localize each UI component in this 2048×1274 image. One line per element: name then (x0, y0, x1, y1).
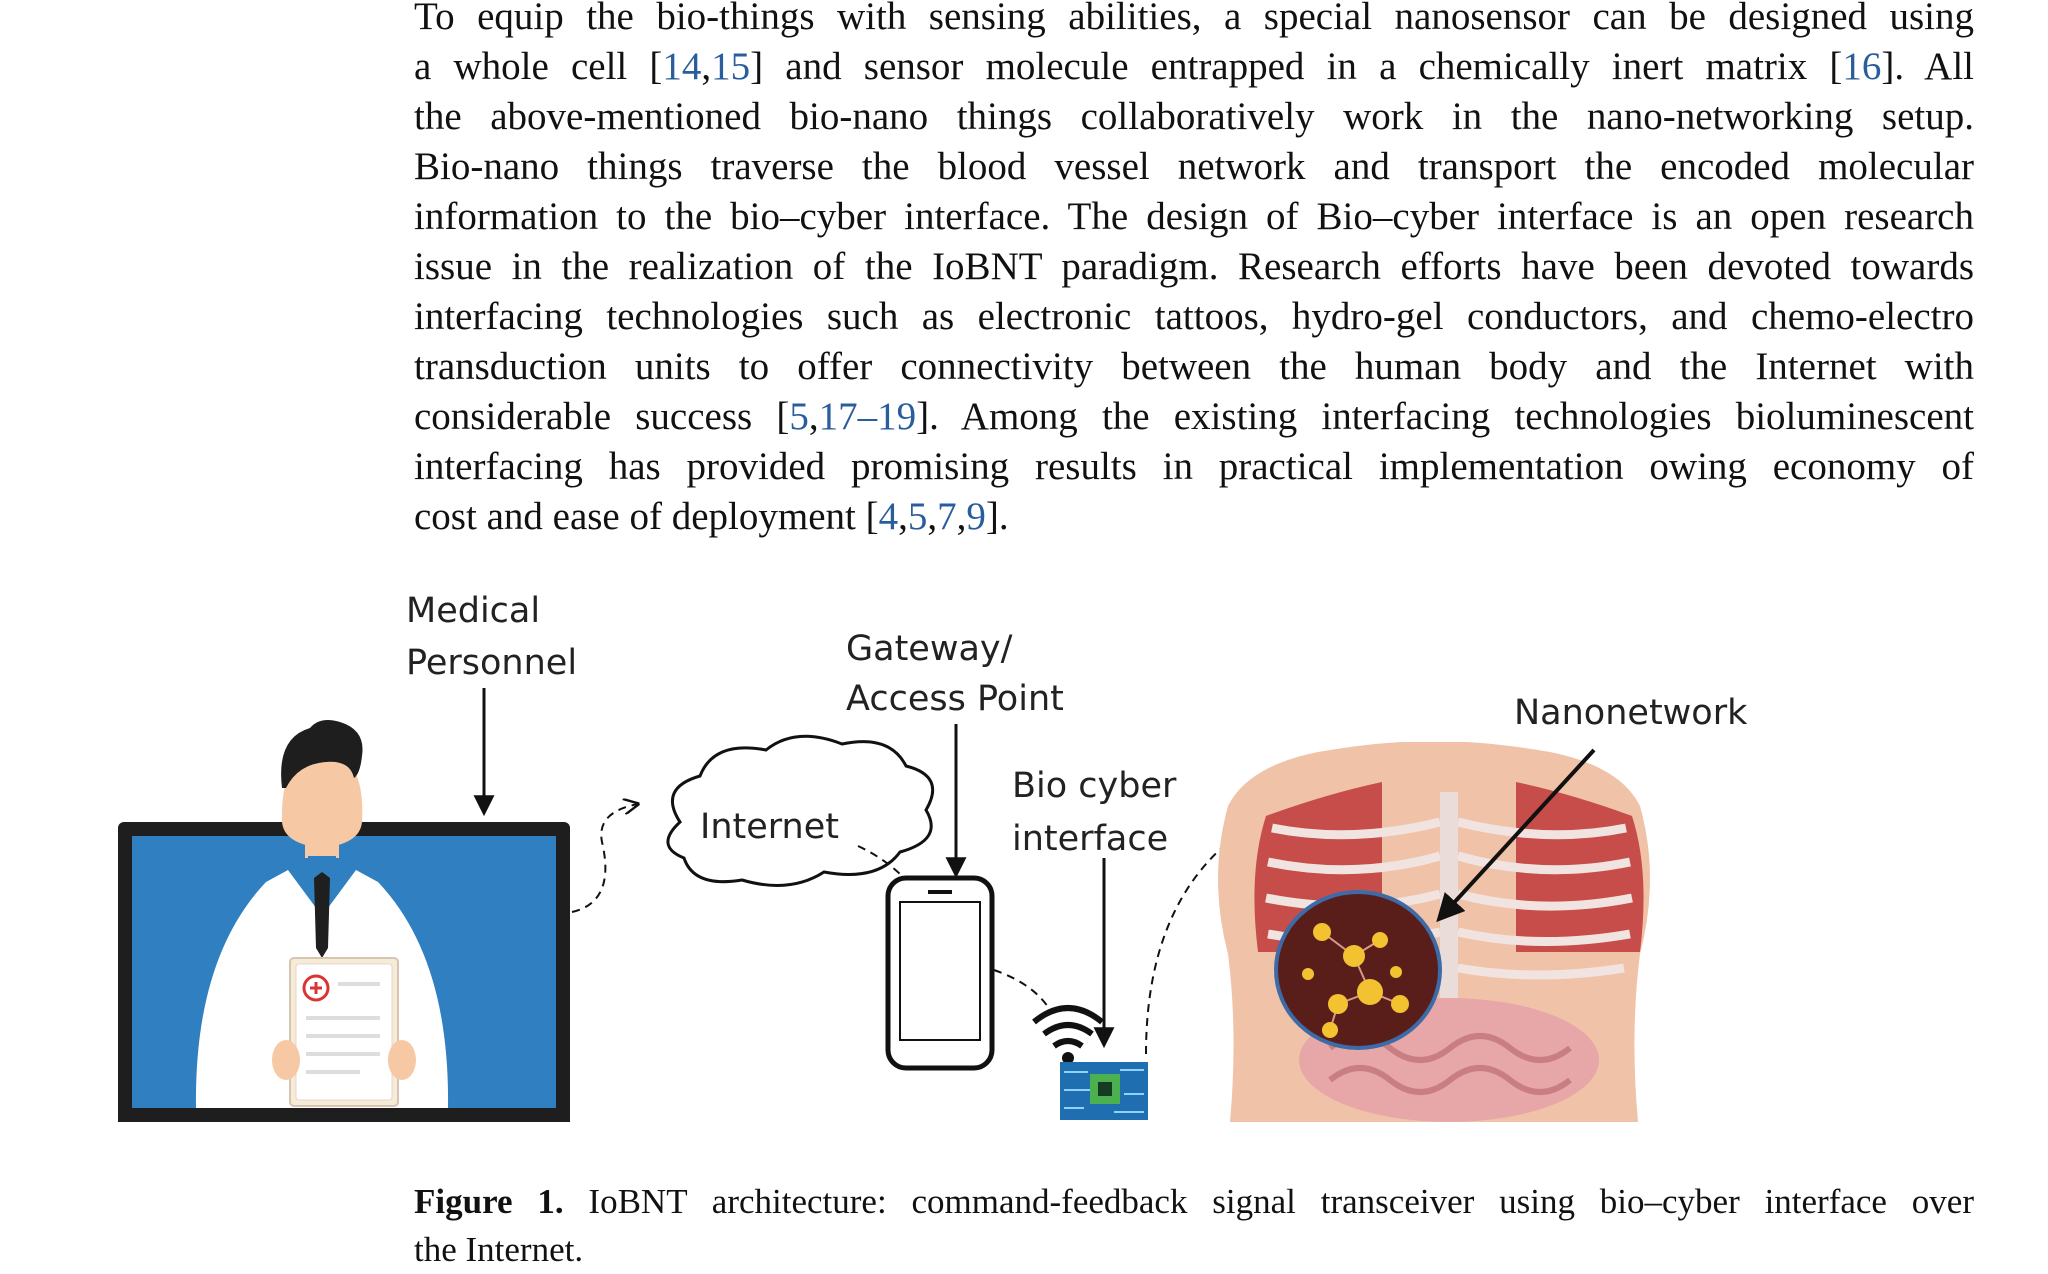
paragraph-text: ]. (985, 495, 1009, 538)
caption-line-2: the Internet. (414, 1230, 584, 1269)
paragraph-text: cost and ease of deployment [ (414, 495, 879, 538)
label-internet: Internet (700, 807, 839, 847)
label-biocyber-line1: Bio cyber (1012, 766, 1177, 806)
caption-line-1: Figure 1. IoBNT architecture: command-fe… (414, 1178, 1974, 1226)
paragraph-line: To equip the bio-things with sensing abi… (414, 0, 1974, 38)
paragraph-text: considerable success [ (414, 395, 790, 438)
paragraph-text: ]. All (1881, 45, 1974, 88)
paragraph-line: the above-mentioned bio-nano things coll… (414, 95, 1974, 138)
paragraph-line: a whole cell [14,15] and sensor molecule… (414, 42, 1974, 92)
paragraph-text: , (898, 495, 908, 538)
citation-link[interactable]: 4 (878, 495, 899, 538)
paragraph-line: issue in the realization of the IoBNT pa… (414, 245, 1974, 288)
citation-link[interactable]: 9 (966, 495, 986, 538)
paragraph-text: a whole cell [ (414, 45, 663, 88)
internet-cloud: Internet (666, 734, 935, 887)
doctor-icon (195, 720, 449, 1108)
monitor-base (118, 1108, 570, 1122)
caption-text-1: IoBNT architecture: command-feedback sig… (563, 1182, 1974, 1221)
citation-link[interactable]: 7 (937, 495, 957, 538)
cloud-shape (666, 734, 935, 887)
caption-figure-label: Figure 1. (414, 1182, 564, 1221)
figure-caption: Figure 1. IoBNT architecture: command-fe… (414, 1178, 1974, 1274)
paragraph-line: interfacing technologies such as electro… (414, 295, 1974, 338)
citation-link[interactable]: 16 (1842, 45, 1882, 88)
citation-link[interactable]: 15 (711, 45, 751, 88)
label-medical-line2: Personnel (406, 643, 577, 683)
label-gateway-line1: Gateway/ (846, 629, 1013, 669)
citation-link[interactable]: 5 (907, 495, 928, 538)
nanonetwork-icon (1274, 890, 1442, 1050)
biocyber-chip-icon (1060, 1062, 1148, 1120)
paragraph-text: , (701, 45, 712, 88)
paragraph-text: ] and sensor molecule entrapped in a che… (750, 45, 1843, 88)
figure-1: Medical Personnel Internet Gateway/ Acce… (0, 560, 2048, 1140)
citation-link[interactable]: 14 (662, 45, 702, 88)
label-medical-line1: Medical (406, 591, 540, 631)
body-paragraph: To equip the bio-things with sensing abi… (414, 0, 1974, 542)
iobnt-architecture-diagram: Medical Personnel Internet Gateway/ Acce… (118, 591, 1748, 1122)
link-gateway-interface (993, 969, 1051, 1011)
arrow-nanonetwork (1436, 748, 1596, 923)
paragraph-line: Bio-nano things traverse the blood vesse… (414, 145, 1974, 188)
citation-link[interactable]: 17–19 (818, 395, 917, 438)
paragraph-line: transduction units to offer connectivity… (414, 345, 1974, 388)
citation-link[interactable]: 5 (789, 395, 809, 438)
paragraph-line: information to the bio–cyber interface. … (414, 195, 1974, 238)
label-biocyber-line2: interface (1012, 819, 1168, 859)
paragraph-text: ]. Among the existing interfacing techno… (916, 395, 1974, 438)
paragraph-text: , (956, 495, 967, 538)
paragraph-text: , (927, 495, 938, 538)
paragraph-line: considerable success [5,17–19]. Among th… (414, 392, 1974, 442)
human-torso-image (1218, 742, 1650, 1122)
label-nanonetwork: Nanonetwork (1514, 693, 1748, 733)
link-monitor-cloud (571, 804, 638, 913)
medical-monitor (118, 720, 570, 1122)
paragraph-text: , (808, 395, 819, 438)
gateway-phone-icon (885, 875, 995, 1071)
label-gateway-line2: Access Point (846, 679, 1064, 719)
paragraph-line: interfacing has provided promising resul… (414, 445, 1974, 488)
paragraph-line: cost and ease of deployment [4,5,7,9]. (414, 492, 1974, 542)
